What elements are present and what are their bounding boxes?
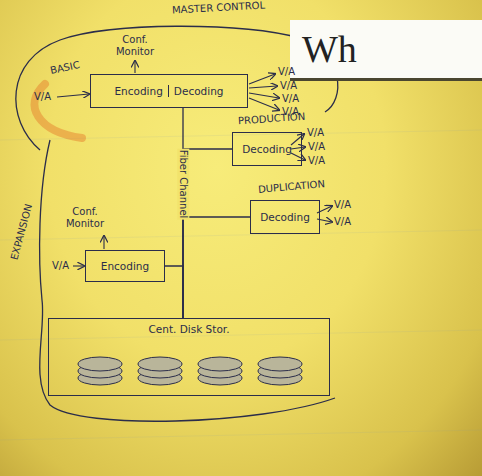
- signal-label: V/A: [280, 80, 297, 92]
- signal-label: V/A: [307, 127, 324, 139]
- signal-label: V/A: [334, 199, 351, 211]
- expansion-boundary: [40, 140, 335, 421]
- node-text: Decoding: [168, 85, 229, 97]
- codec-box: EncodingDecoding: [90, 74, 248, 108]
- monitor-label: Conf. Monitor: [114, 34, 156, 58]
- decoder-box: Decoding: [250, 200, 320, 234]
- signal-label: V/A: [308, 141, 325, 153]
- fiber-channel-line: [183, 149, 232, 318]
- signal-label: V/A: [52, 260, 69, 272]
- encoder-box: Encoding: [85, 250, 165, 282]
- edge-label: Fiber Channel: [177, 149, 189, 220]
- node-text: Encoding: [109, 85, 167, 97]
- section-label: BASIC: [49, 59, 81, 77]
- node-text: Encoding: [96, 260, 154, 272]
- highlighter-arc: [35, 84, 82, 138]
- decoder-box: Decoding: [232, 132, 302, 166]
- title-panel: Wh: [290, 20, 482, 78]
- storage-box: Cent. Disk Stor.: [48, 318, 330, 396]
- signal-label: V/A: [334, 216, 351, 228]
- section-label: MASTER CONTROL: [172, 0, 266, 16]
- signal-label: V/A: [282, 93, 299, 105]
- node-text: Decoding: [237, 143, 297, 155]
- node-text: Cent. Disk Stor.: [143, 323, 234, 335]
- section-label: EXPANSION: [9, 203, 35, 262]
- fiber-channel-line: [165, 266, 183, 318]
- monitor-label: Conf. Monitor: [64, 206, 106, 230]
- section-label: PRODUCTION: [238, 111, 306, 128]
- signal-label: V/A: [308, 155, 325, 167]
- disk-stack-symbols: [78, 357, 302, 385]
- node-text: Decoding: [255, 211, 315, 223]
- signal-arrows: [57, 61, 332, 266]
- title-text: Wh: [290, 20, 482, 78]
- signal-label: V/A: [34, 91, 51, 103]
- ruled-lines: [0, 130, 482, 440]
- fiber-channel-line: [183, 217, 250, 318]
- signal-label: V/A: [278, 66, 295, 78]
- section-label: DUPLICATION: [258, 178, 326, 196]
